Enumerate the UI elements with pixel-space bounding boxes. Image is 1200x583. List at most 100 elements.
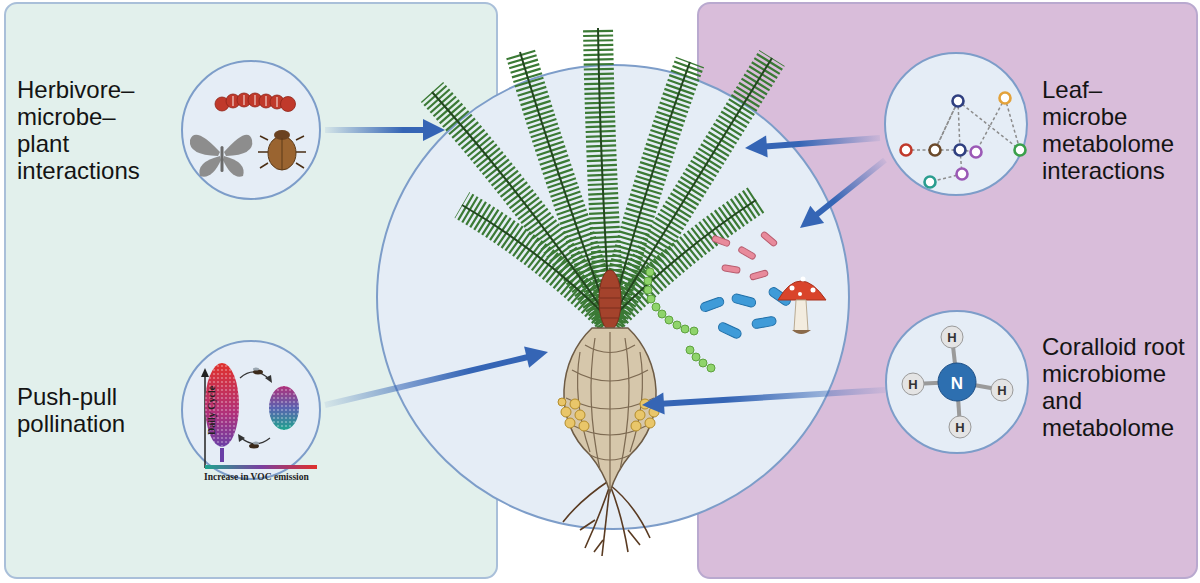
cycad-fronds-part-part: [610, 58, 772, 320]
cycad-fronds-part-part: [610, 200, 756, 320]
cycad-roots: [563, 480, 650, 556]
ammonium-molecule-part-part: [952, 337, 957, 382]
coralloid-roots-part: [558, 398, 566, 406]
metabolome-network-part-part: [930, 174, 962, 182]
metabolome-network-part-part: [1015, 145, 1026, 156]
herbivore-icons-part-part: [190, 135, 220, 156]
ammonium-molecule-part-part: [941, 326, 963, 348]
atom-symbol: H: [903, 376, 923, 393]
topic-circle: Push-pull pollination: [181, 340, 321, 480]
metabolome-network-part-part: [958, 101, 1020, 150]
herbivore-icons-part-part: [237, 93, 251, 107]
microbes-part-part: [801, 277, 806, 282]
pollination-chart-part: [201, 368, 209, 377]
microbes-part-part: [717, 321, 743, 339]
herbivore-icons-part-part: [259, 94, 273, 108]
coralloid-roots-part: [631, 421, 641, 431]
metabolome-network-part-part: [955, 145, 966, 156]
microbes-part-part: [790, 286, 795, 291]
topic-heading: Coralloid root microbiome and metabolome: [1042, 333, 1192, 441]
pollination-chart-part: [238, 434, 245, 442]
pollination-chart-part: [253, 370, 263, 375]
cycad-cone: [599, 270, 621, 330]
metabolome-network-part-part: [957, 169, 968, 180]
ammonium-molecule-part-part: [902, 373, 924, 395]
arrows-part: [800, 206, 824, 228]
herbivore-icons-part-part: [282, 138, 283, 170]
microbes-part-part: [731, 293, 757, 308]
cycad-roots-part: [602, 485, 610, 556]
pollination-chart-part: [240, 437, 270, 444]
cycad-cone-part: [599, 270, 621, 330]
herbivore-icons-part-part: [199, 156, 221, 177]
coralloid-roots-part: [579, 421, 589, 431]
microbes: [644, 231, 826, 372]
cycad-roots-part: [610, 485, 650, 538]
arrows-part: [642, 393, 665, 415]
arrows-part: [325, 357, 528, 405]
cycad-fronds: [432, 28, 772, 320]
metabolome-network-part-part: [935, 149, 960, 151]
microbes-part: [644, 268, 715, 372]
microbes-part-part: [699, 296, 725, 313]
herbivore-icons-part: [215, 93, 296, 112]
pollination-chart: [201, 363, 317, 469]
microbes-part-part: [699, 359, 707, 367]
ammonium-molecule-part: [902, 326, 1013, 438]
herbivore-icons-part-part: [248, 93, 262, 107]
ammonium-molecule-part-part: [957, 382, 960, 427]
herbivore-icons-part: [258, 130, 306, 170]
pollination-chart-part: [265, 375, 272, 383]
herbivore-icons-part: [233, 95, 277, 107]
herbivore-icons-part-part: [215, 97, 229, 111]
arrows: [325, 119, 885, 415]
arrows-part: [815, 160, 885, 216]
atom-symbol: H: [942, 329, 962, 346]
cycad-trunk-part: [566, 332, 654, 488]
pollination-chart-part: [205, 465, 317, 469]
metabolome-network-part-part: [935, 101, 958, 150]
ammonium-molecule-part: [938, 363, 976, 401]
herbivore-icons-part-part: [223, 156, 244, 177]
microbes-part-part: [647, 295, 655, 303]
herbivore-icons-part: [190, 135, 252, 177]
microbes-part-part: [686, 346, 694, 354]
cycad-fronds-part-part: [432, 92, 610, 320]
right-panel: [698, 3, 1197, 578]
arrows-part: [662, 390, 885, 404]
metabolome-network-part-part: [930, 145, 941, 156]
pollination-chart-part: [269, 386, 299, 430]
metabolome-network: [901, 93, 1026, 188]
herbivore-icons-part-part: [281, 97, 296, 112]
cycad-roots-part: [580, 520, 640, 552]
arrows-part: [745, 135, 768, 157]
herbivore-icons: [190, 93, 306, 177]
pollination-chart-part: [253, 442, 259, 445]
microbes-part-part: [644, 286, 652, 294]
metabolome-network-part-part: [976, 98, 1005, 152]
cycad-fronds-part-part: [520, 52, 610, 320]
cycad-trunk: [564, 328, 656, 492]
microbes-part-part: [681, 325, 689, 333]
cycad-fronds-part-part: [610, 62, 690, 320]
topic-heading: Push-pull pollination: [17, 383, 145, 437]
coralloid-roots-part: [561, 407, 571, 417]
microbes-part-part: [712, 235, 731, 247]
pollination-chart-part: [220, 448, 224, 462]
microbes-part-part: [798, 292, 802, 296]
metabolome-network-part-part: [906, 149, 935, 151]
pollination-chart-part: [269, 386, 299, 430]
pollination-chart-part: [205, 363, 239, 447]
herbivore-icons-part-part: [270, 95, 284, 109]
cycad-trunk-part: [564, 328, 656, 492]
metabolome-network-part-part: [901, 145, 912, 156]
pollination-chart-part: [253, 368, 259, 371]
coralloid-roots-part: [635, 410, 645, 420]
microbes-part: [699, 286, 792, 340]
microbes-part-part: [760, 231, 778, 247]
microbes-part-part: [646, 268, 654, 276]
